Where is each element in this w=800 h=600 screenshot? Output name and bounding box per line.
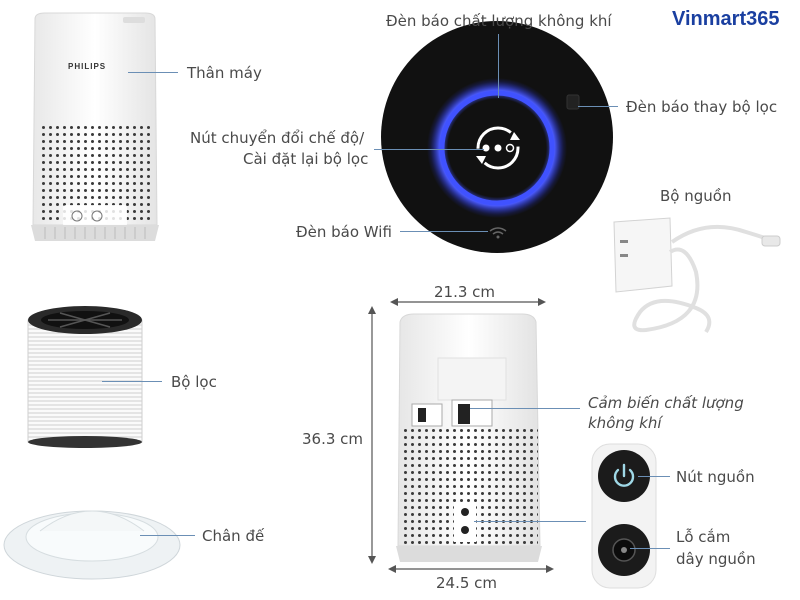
callout-air-quality-light [498,34,499,98]
height-dimension [368,306,376,564]
callout-mode-button [374,149,484,150]
power-icon[interactable] [609,461,639,491]
callout-power-button [638,476,670,477]
label-wifi-light: Đèn báo Wifi [296,223,392,241]
purifier-body [31,12,159,241]
callout-power-socket-closeup [630,548,670,549]
device-logo: PHILIPS [68,62,107,71]
callout-base [140,535,195,536]
label-sensor-line2: không khí [588,414,662,432]
label-width-top: 21.3 cm [434,283,496,301]
label-mode-button-line2: Cài đặt lại bộ lọc [243,150,369,168]
label-power-socket-line1: Lỗ cắm [676,528,731,546]
control-panel [381,21,613,253]
brand-logo-text: Vinmart365 [672,8,780,30]
base-stand [3,510,181,580]
power-plug-icon [613,217,781,334]
callout-sensor [470,408,580,409]
label-body: Thân máy [187,64,262,82]
cycle-arrows-icon[interactable] [468,118,528,178]
callout-filter-change-light [578,106,618,107]
label-power-socket-line2: dây nguồn [676,550,756,568]
width-bottom-dimension [388,565,554,573]
label-sensor-line1: Cảm biến chất lượng [588,394,744,412]
label-filter-change-light: Đèn báo thay bộ lọc [626,98,778,116]
label-filter: Bộ lọc [171,373,217,391]
label-power-button: Nút nguồn [676,468,755,486]
label-air-quality-light: Đèn báo chất lượng không khí [386,12,612,30]
label-mode-button-line1: Nút chuyển đổi chế độ/ [190,129,365,147]
label-height: 36.3 cm [302,430,364,448]
width-top-dimension [390,298,546,306]
label-base: Chân đế [202,527,265,545]
filter-cartridge [27,306,143,448]
label-width-bottom: 24.5 cm [436,574,498,592]
wifi-icon [489,227,507,239]
callout-power-socket [474,521,586,522]
dc-socket-icon[interactable] [609,535,639,565]
label-power-adapter: Bộ nguồn [660,187,732,205]
callout-body [128,72,178,73]
callout-filter [102,381,162,382]
callout-wifi-light [400,231,488,232]
purifier-rear-view [396,313,542,562]
